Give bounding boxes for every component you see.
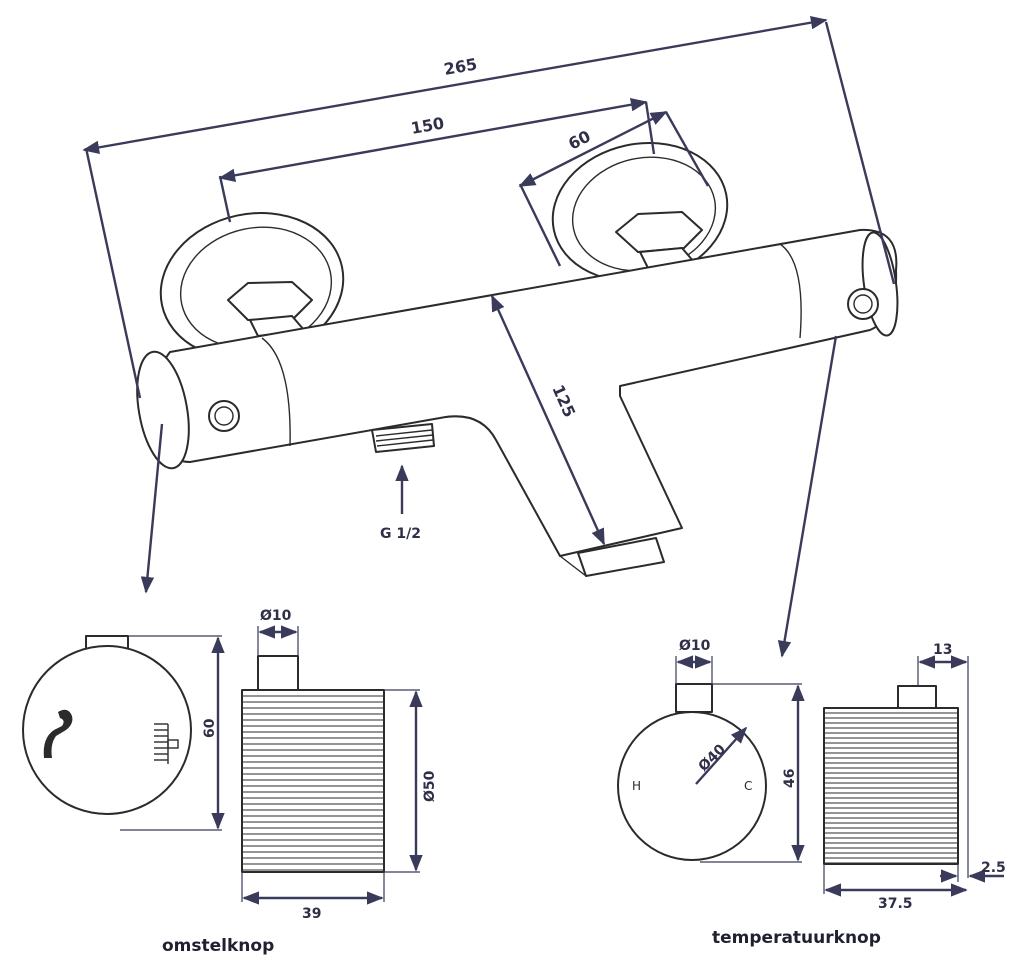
cold-label: C	[744, 779, 752, 793]
handle-icon	[43, 709, 73, 758]
hot-label: H	[632, 779, 641, 793]
temperatuurknop-front-view	[617, 655, 805, 863]
dim-right-knob-pin-offset: 13	[933, 642, 952, 658]
left-rosette	[159, 212, 345, 360]
caption-temperatuurknop: temperatuurknop	[712, 928, 881, 948]
dimension-lines	[82, 15, 896, 658]
omstelknop-front-view	[22, 635, 225, 831]
dim-connection: G 1/2	[380, 526, 421, 542]
dim-right-knob-depth: 37.5	[878, 896, 913, 912]
temperatuurknop-side-view	[823, 655, 1004, 897]
left-screw	[208, 400, 240, 432]
dim-total-length: 265	[442, 54, 478, 79]
threaded-inlet	[371, 423, 435, 453]
right-screw	[847, 288, 879, 320]
left-end-cap	[136, 350, 190, 470]
scale-icon	[154, 723, 179, 764]
dim-left-knob-pin: Ø10	[260, 608, 292, 624]
dim-right-knob-pin: Ø10	[679, 638, 711, 654]
dim-left-knob-depth: 39	[302, 906, 321, 922]
caption-omstelknop: omstelknop	[162, 936, 274, 956]
dim-right-knob-height: 46	[782, 769, 798, 788]
spout-outlet	[577, 537, 665, 577]
dim-right-knob-gap: 2.5	[981, 860, 1006, 876]
dim-left-knob-diameter: Ø50	[422, 770, 438, 802]
dim-center-distance: 150	[409, 113, 445, 138]
dim-left-knob-height: 60	[202, 718, 218, 738]
omstelknop-side-view	[241, 625, 423, 905]
